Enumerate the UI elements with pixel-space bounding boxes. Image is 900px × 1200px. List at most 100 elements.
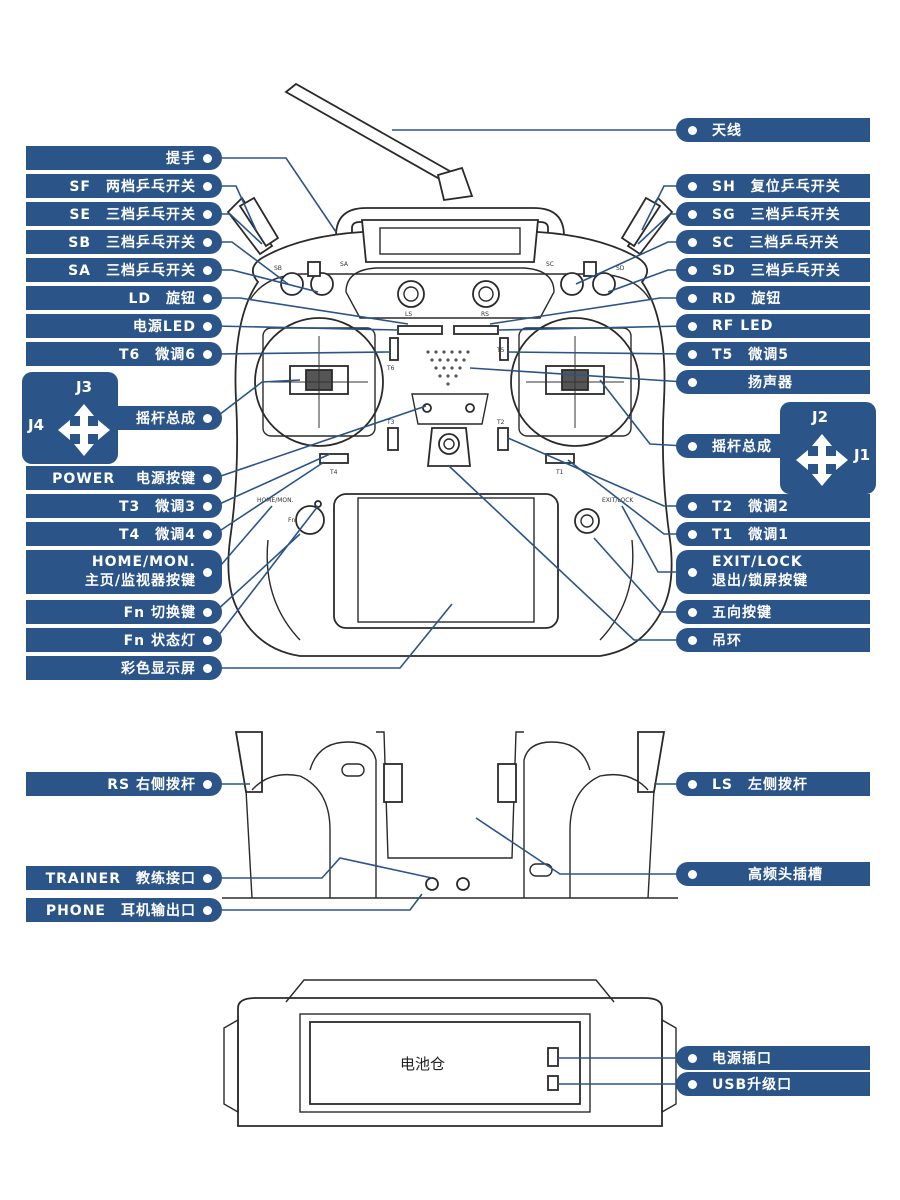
label-fn-led: Fn 状态灯: [26, 628, 222, 652]
label-rf-module-slot: 高频头插槽: [676, 862, 870, 886]
label-text: T2 微调2: [712, 499, 790, 515]
label-antenna: 天线: [676, 118, 870, 142]
label-text: T6 微调6: [118, 347, 196, 363]
power-jack-drawing: [547, 1047, 559, 1067]
label-text-secondary: 主页/监视器按键: [84, 573, 196, 589]
label-text: SE 三档乒乓开关: [69, 207, 196, 223]
label-text: SG 三档乒乓开关: [712, 207, 841, 223]
fn-button: [295, 505, 325, 535]
label-handle: 提手: [26, 146, 222, 170]
left-switches: [226, 196, 334, 296]
label-text: 扬声器: [748, 375, 793, 391]
mark-t5: T5: [496, 347, 505, 354]
power-led-bar: [397, 325, 443, 335]
label-t4-trim: T4 微调4: [26, 522, 222, 546]
label-lanyard: 吊环: [676, 628, 870, 652]
label-color-screen: 彩色显示屏: [26, 656, 222, 680]
label-text: 吊环: [712, 633, 742, 649]
label-home-button: HOME/MON. 主页/监视器按键: [26, 550, 222, 594]
label-text: 提手: [166, 151, 196, 167]
transmitter-front-view: T6 T5 T3 T2 T4 T1 HOME/MON. EXIT/LOCK Fn…: [226, 82, 674, 657]
label-sg-switch: SG 三档乒乓开关: [676, 202, 870, 226]
label-text: PHONE 耳机输出口: [45, 903, 196, 919]
label-sf-switch: SF 两档乒乓开关: [26, 174, 222, 198]
label-text: 高频头插槽: [748, 867, 823, 883]
label-text: T3 微调3: [118, 499, 196, 515]
label-trainer-port: TRAINER 教练接口: [26, 866, 222, 890]
usb-port-drawing: [547, 1075, 559, 1091]
mark-ls: LS: [405, 311, 412, 318]
label-sd-switch: SD 三档乒乓开关: [676, 258, 870, 282]
label-power-button: POWER 电源按键: [26, 466, 222, 490]
label-text: RD 旋钮: [712, 291, 782, 307]
battery-compartment-label: 电池仓: [400, 1055, 446, 1073]
label-sh-switch: SH 复位乒乓开关: [676, 174, 870, 198]
label-sb-switch: SB 三档乒乓开关: [26, 230, 222, 254]
label-ls-lever: LS 左侧拨杆: [676, 772, 870, 796]
label-text: SF 两档乒乓开关: [69, 179, 196, 195]
t5-trim: [499, 337, 509, 361]
label-t2-trim: T2 微调2: [676, 494, 870, 518]
label-text: SC 三档乒乓开关: [712, 235, 840, 251]
label-ld-knob: LD 旋钮: [26, 286, 222, 310]
label-speaker: 扬声器: [676, 370, 870, 394]
label-text: EXIT/LOCK: [712, 554, 803, 570]
label-rs-lever: RS 右侧拨杆: [26, 772, 222, 796]
label-power-jack: 电源插口: [676, 1046, 870, 1070]
label-text: T5 微调5: [712, 347, 790, 363]
joystick-j1-label: J1: [854, 446, 871, 464]
five-way-key: [574, 508, 600, 534]
mark-exit: EXIT/LOCK: [602, 497, 634, 504]
joystick-j4-label: J4: [28, 416, 45, 434]
t1-trim: [545, 453, 575, 464]
label-text: LD 旋钮: [128, 291, 196, 307]
mark-home: HOME/MON.: [257, 497, 294, 504]
four-way-arrow-icon: [796, 434, 848, 486]
label-text: T1 微调1: [712, 527, 790, 543]
handle-drawing: [335, 207, 565, 245]
battery-bay-drawing: [309, 1021, 581, 1105]
rf-slot-drawing: [529, 863, 553, 877]
rf-led-bar: [453, 325, 499, 335]
label-text: RS 右侧拨杆: [107, 777, 196, 793]
four-way-arrow-icon: [58, 404, 110, 456]
label-text: Fn 状态灯: [123, 633, 196, 649]
label-fn-button: Fn 切换键: [26, 600, 222, 624]
right-switches: [560, 196, 674, 296]
label-t1-trim: T1 微调1: [676, 522, 870, 546]
label-text-secondary: 退出/锁屏按键: [712, 573, 809, 589]
trainer-port: [425, 877, 439, 891]
label-t5-trim: T5 微调5: [676, 342, 870, 366]
label-rd-knob: RD 旋钮: [676, 286, 870, 310]
label-text: TRAINER 教练接口: [45, 871, 196, 887]
mark-rs: RS: [481, 311, 489, 318]
label-t3-trim: T3 微调3: [26, 494, 222, 518]
label-five-way-key: 五向按键: [676, 600, 870, 624]
label-text: 彩色显示屏: [121, 661, 196, 677]
transmitter-back-view: [222, 731, 678, 899]
label-right-stick: 摇杆总成: [676, 434, 786, 458]
label-text: 摇杆总成: [136, 411, 196, 427]
label-text: LS 左侧拨杆: [712, 777, 809, 793]
mark-sa: SA: [340, 261, 349, 268]
label-text: 电源LED: [132, 319, 196, 335]
label-text: 五向按键: [712, 605, 772, 621]
mark-sb: SB: [274, 265, 282, 272]
label-text: USB升级口: [712, 1077, 793, 1093]
label-text: T4 微调4: [118, 527, 196, 543]
label-text: HOME/MON.: [91, 554, 196, 570]
label-text: POWER 电源按键: [52, 471, 196, 487]
joystick-right-box: J2 J1: [780, 402, 876, 494]
t6-trim: [389, 337, 399, 361]
mark-fn: Fn: [288, 517, 295, 524]
mark-sd: SD: [616, 265, 625, 272]
label-text: 天线: [712, 123, 742, 139]
label-sa-switch: SA 三档乒乓开关: [26, 258, 222, 282]
joystick-left-box: J3 J4: [22, 372, 118, 464]
label-phone-port: PHONE 耳机输出口: [26, 898, 222, 922]
label-sc-switch: SC 三档乒乓开关: [676, 230, 870, 254]
mark-t1: T1: [555, 469, 564, 476]
t4-trim: [319, 453, 349, 464]
antenna-drawing: [284, 82, 474, 202]
